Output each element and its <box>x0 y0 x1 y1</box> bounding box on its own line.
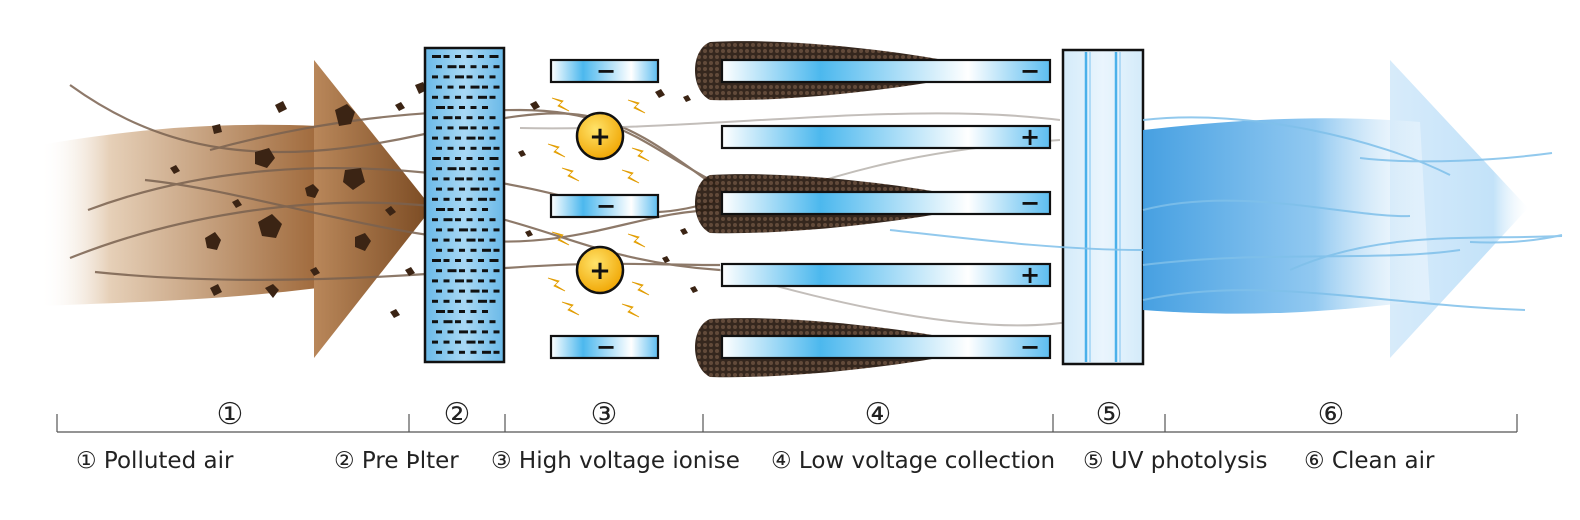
collector-plates: − + − + − <box>720 57 1052 361</box>
dust-particle-icon <box>170 82 698 318</box>
clean-air-stream-lines <box>889 116 1563 311</box>
spark-icon <box>621 169 640 184</box>
negative-charge-label: − <box>596 333 616 361</box>
negative-charge-label: − <box>596 192 616 220</box>
stage-number-5: ⑤ <box>1096 397 1123 432</box>
spark-icon <box>631 281 650 296</box>
spark-icon <box>631 147 650 162</box>
negative-charge-label: − <box>596 57 616 85</box>
stage-number-4: ④ <box>865 397 892 432</box>
ion-sphere: + <box>547 231 650 318</box>
uv-lamp-panel <box>1061 48 1145 366</box>
caption-pre-filter: ② Pre Þlter <box>334 448 459 474</box>
positive-charge-label: + <box>1020 261 1040 289</box>
collector-plate: − <box>720 57 1052 85</box>
ioniser-plate: − <box>549 57 660 85</box>
negative-charge-label: − <box>1020 333 1040 361</box>
spark-icon <box>627 99 646 114</box>
collector-plate: + <box>720 123 1052 151</box>
clean-air-arrow-icon <box>1143 60 1528 358</box>
ioniser-plates: − − − <box>549 57 660 361</box>
spark-icon <box>627 233 646 248</box>
ioniser-plate: − <box>549 333 660 361</box>
caption-uv-photolysis: ⑤ UV photolysis <box>1083 448 1268 474</box>
pre-filter <box>423 46 506 364</box>
stage-scale <box>56 414 1518 433</box>
spark-icon <box>551 97 570 112</box>
collector-plate: − <box>720 189 1052 217</box>
spark-icon <box>551 231 570 246</box>
collector-plate: + <box>720 261 1052 289</box>
caption-clean-air: ⑥ Clean air <box>1304 448 1435 474</box>
stage-number-6: ⑥ <box>1318 397 1345 432</box>
negative-charge-label: − <box>1020 57 1040 85</box>
collector-plate: − <box>720 333 1052 361</box>
stage-number-3: ③ <box>591 397 618 432</box>
spark-icon <box>547 143 566 158</box>
stage-number-1: ① <box>217 397 244 432</box>
ion-spheres: ++ <box>547 97 650 318</box>
spark-icon <box>561 167 580 182</box>
ioniser-plate: − <box>549 192 660 220</box>
spark-icon <box>621 303 640 318</box>
caption-high-voltage-ionise: ③ High voltage ionise <box>491 448 740 474</box>
ion-sphere: + <box>547 97 650 184</box>
caption-low-voltage-collection: ④ Low voltage collection <box>771 448 1055 474</box>
caption-polluted-air: ① Polluted air <box>76 448 234 474</box>
negative-charge-label: − <box>1020 189 1040 217</box>
positive-charge-label: + <box>589 256 611 286</box>
stage-number-2: ② <box>444 397 471 432</box>
positive-charge-label: + <box>589 122 611 152</box>
spark-icon <box>561 301 580 316</box>
positive-charge-label: + <box>1020 123 1040 151</box>
spark-icon <box>547 277 566 292</box>
polluted-air-arrow-icon <box>40 60 432 358</box>
